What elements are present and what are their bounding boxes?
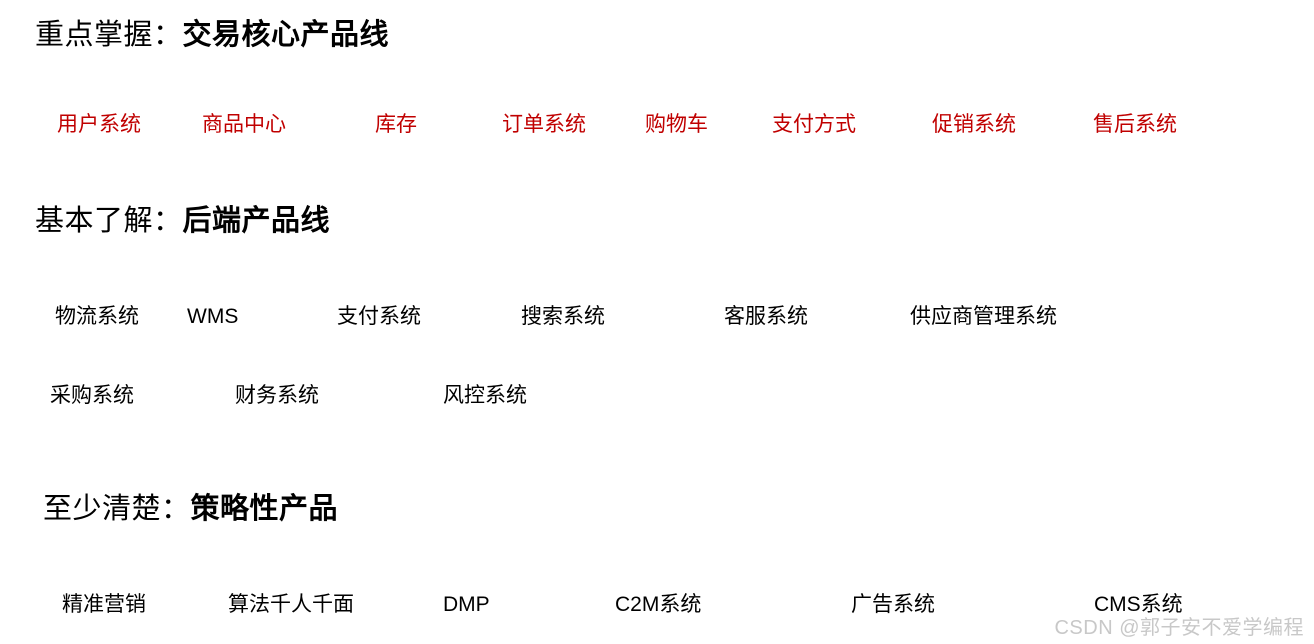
- item-backend-1: WMS: [187, 305, 239, 328]
- item-core-0: 用户系统: [57, 113, 141, 136]
- section-heading-strategy: 至少清楚：策略性产品: [43, 495, 338, 524]
- item-backend-7: 财务系统: [235, 384, 319, 407]
- section-heading-prefix: 重点掌握：: [35, 19, 183, 51]
- section-heading-emphasis: 策略性产品: [190, 493, 339, 525]
- item-backend-5: 供应商管理系统: [910, 305, 1057, 328]
- section-heading-emphasis: 后端产品线: [182, 205, 331, 237]
- section-heading-backend: 基本了解：后端产品线: [35, 207, 330, 236]
- item-core-4: 购物车: [645, 113, 708, 136]
- item-backend-0: 物流系统: [55, 305, 139, 328]
- item-core-7: 售后系统: [1093, 113, 1177, 136]
- section-heading-core-trading: 重点掌握：交易核心产品线: [35, 21, 389, 50]
- item-core-6: 促销系统: [932, 113, 1016, 136]
- item-backend-4: 客服系统: [724, 305, 808, 328]
- item-core-2: 库存: [375, 113, 417, 136]
- item-strategy-2: DMP: [443, 593, 490, 616]
- item-backend-3: 搜索系统: [521, 305, 605, 328]
- item-core-1: 商品中心: [202, 113, 286, 136]
- section-heading-prefix: 基本了解：: [35, 205, 183, 237]
- section-heading-prefix: 至少清楚：: [43, 493, 191, 525]
- item-backend-2: 支付系统: [337, 305, 421, 328]
- item-strategy-1: 算法千人千面: [228, 593, 354, 616]
- item-backend-6: 采购系统: [50, 384, 134, 407]
- section-heading-emphasis: 交易核心产品线: [182, 19, 390, 51]
- item-strategy-0: 精准营销: [62, 593, 146, 616]
- item-backend-8: 风控系统: [443, 384, 527, 407]
- item-core-3: 订单系统: [502, 113, 586, 136]
- item-strategy-5: CMS系统: [1094, 593, 1183, 616]
- item-strategy-4: 广告系统: [851, 593, 935, 616]
- item-strategy-3: C2M系统: [615, 593, 702, 616]
- item-core-5: 支付方式: [772, 113, 856, 136]
